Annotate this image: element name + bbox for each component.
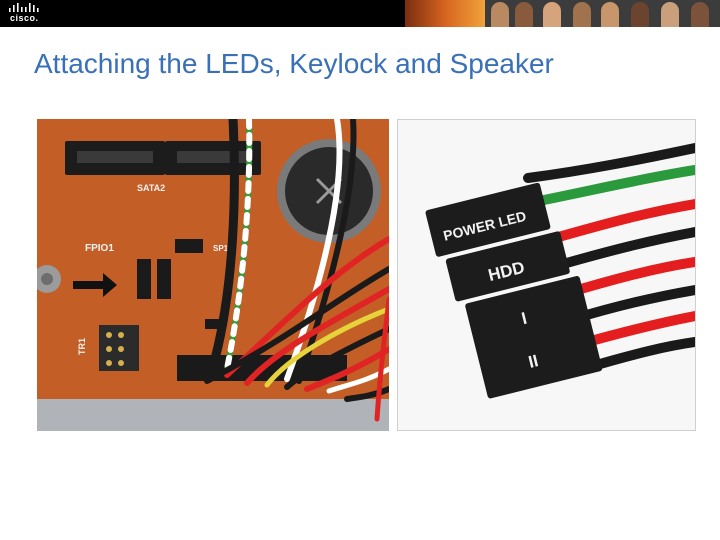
cisco-logo-text: cisco. — [10, 13, 39, 23]
board-label-tr: TR1 — [77, 338, 87, 355]
person-photo — [601, 2, 619, 27]
person-photo — [491, 2, 509, 27]
slide-title: Attaching the LEDs, Keylock and Speaker — [34, 48, 554, 79]
connector-photo: POWER LED HDD I II — [397, 119, 696, 431]
person-photo — [573, 2, 591, 27]
person-photo — [661, 2, 679, 27]
board-label-spi: SP1 — [213, 244, 229, 253]
header-photo-people — [485, 0, 720, 27]
header-photo-orange — [405, 0, 485, 27]
person-photo — [515, 2, 533, 27]
connector-label-ii: II — [526, 351, 540, 372]
header-photo-strip — [405, 0, 720, 27]
motherboard-photo: SATA2 FPIO1 SP1 TR1 — [37, 119, 389, 431]
connector-label-i: I — [520, 309, 529, 329]
front-panel-connectors: POWER LED HDD I II — [398, 120, 695, 430]
board-label-sata: SATA2 — [137, 183, 165, 193]
person-photo — [543, 2, 561, 27]
person-photo — [631, 2, 649, 27]
header-bar: cisco. — [0, 0, 720, 27]
cisco-logo: cisco. — [8, 3, 44, 23]
cisco-bars-icon — [9, 3, 39, 12]
person-photo — [691, 2, 709, 27]
board-label-fpio: FPIO1 — [85, 243, 114, 254]
